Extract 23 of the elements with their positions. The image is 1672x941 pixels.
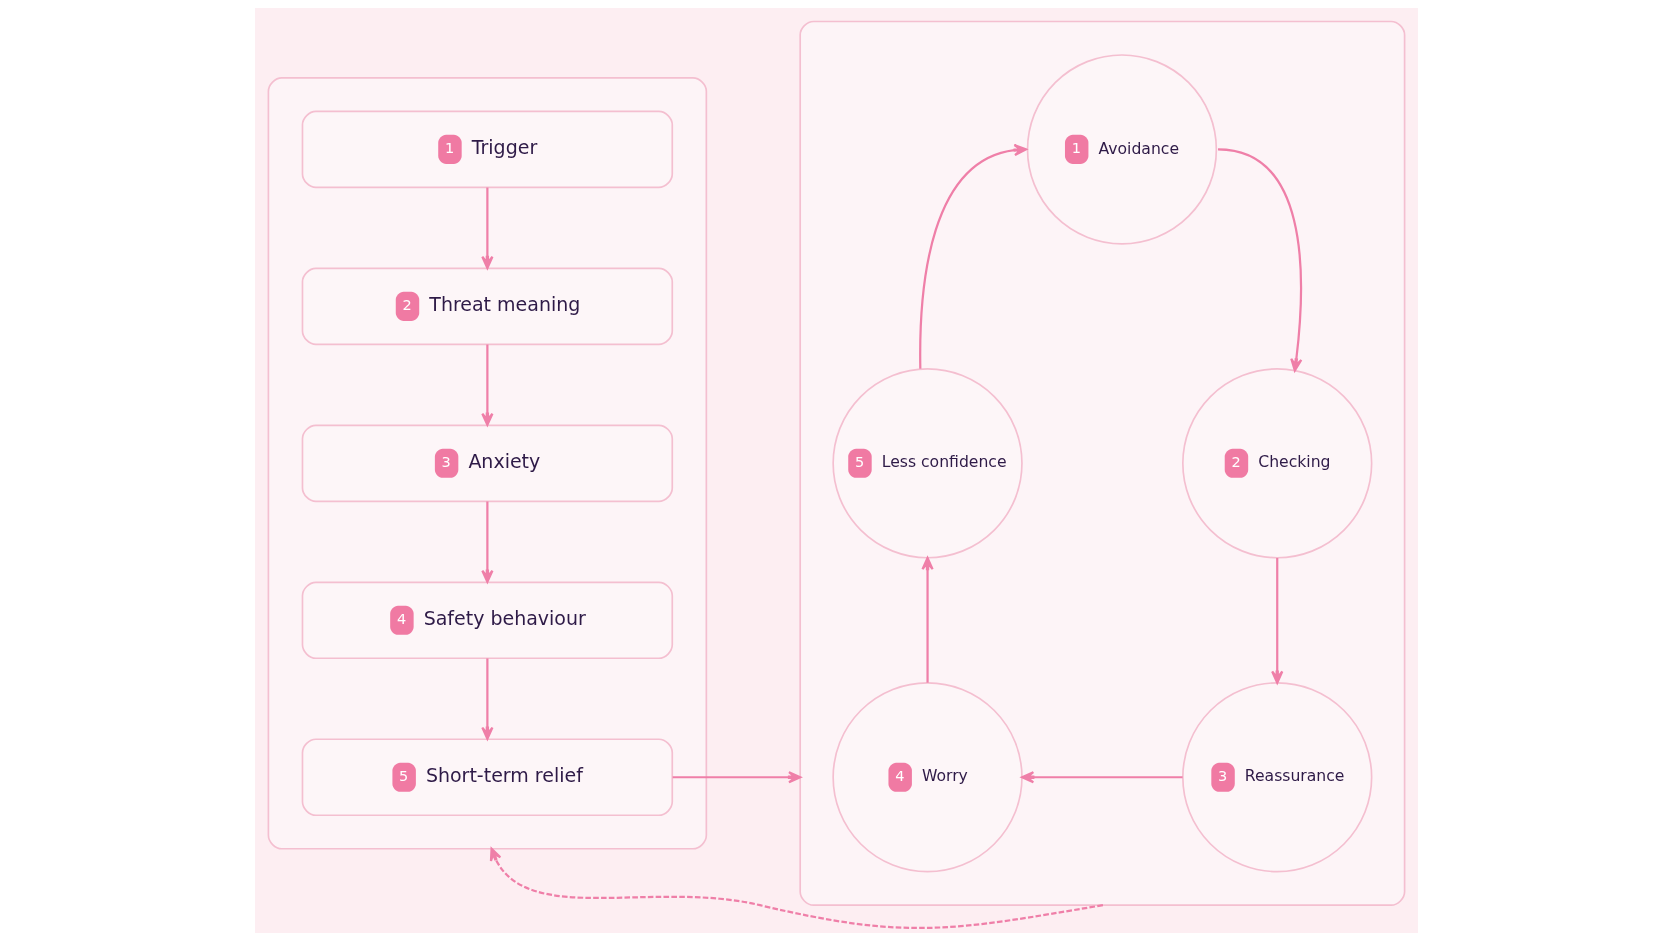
- arrow: [1270, 557, 1283, 684]
- arrow: [918, 143, 1027, 369]
- node-box: 3 Anxiety: [301, 424, 673, 503]
- arrow: [480, 344, 493, 426]
- node-circle: 5 Less confidence: [831, 368, 1023, 559]
- cluster: [798, 20, 1405, 906]
- node-circle: 4 Worry: [831, 682, 1023, 873]
- arrow: [1020, 771, 1183, 784]
- arrow: [920, 556, 934, 683]
- node-circle: 3 Reassurance: [1181, 682, 1372, 873]
- node-box: 5 Short-term relief: [301, 738, 673, 817]
- node-circle: 1 Avoidance: [1026, 54, 1217, 245]
- arrow: [1217, 148, 1302, 372]
- node-box: 4 Safety behaviour: [301, 581, 673, 660]
- arrow: [489, 847, 1103, 929]
- node-circle: 2 Checking: [1181, 368, 1372, 559]
- arrow: [480, 658, 493, 740]
- node-box: 1 Trigger: [301, 110, 673, 189]
- node-box: 2 Threat meaning: [301, 267, 673, 346]
- arrow: [480, 187, 493, 270]
- cluster: [267, 77, 707, 850]
- arrow: [480, 501, 493, 583]
- arrow: [672, 771, 801, 784]
